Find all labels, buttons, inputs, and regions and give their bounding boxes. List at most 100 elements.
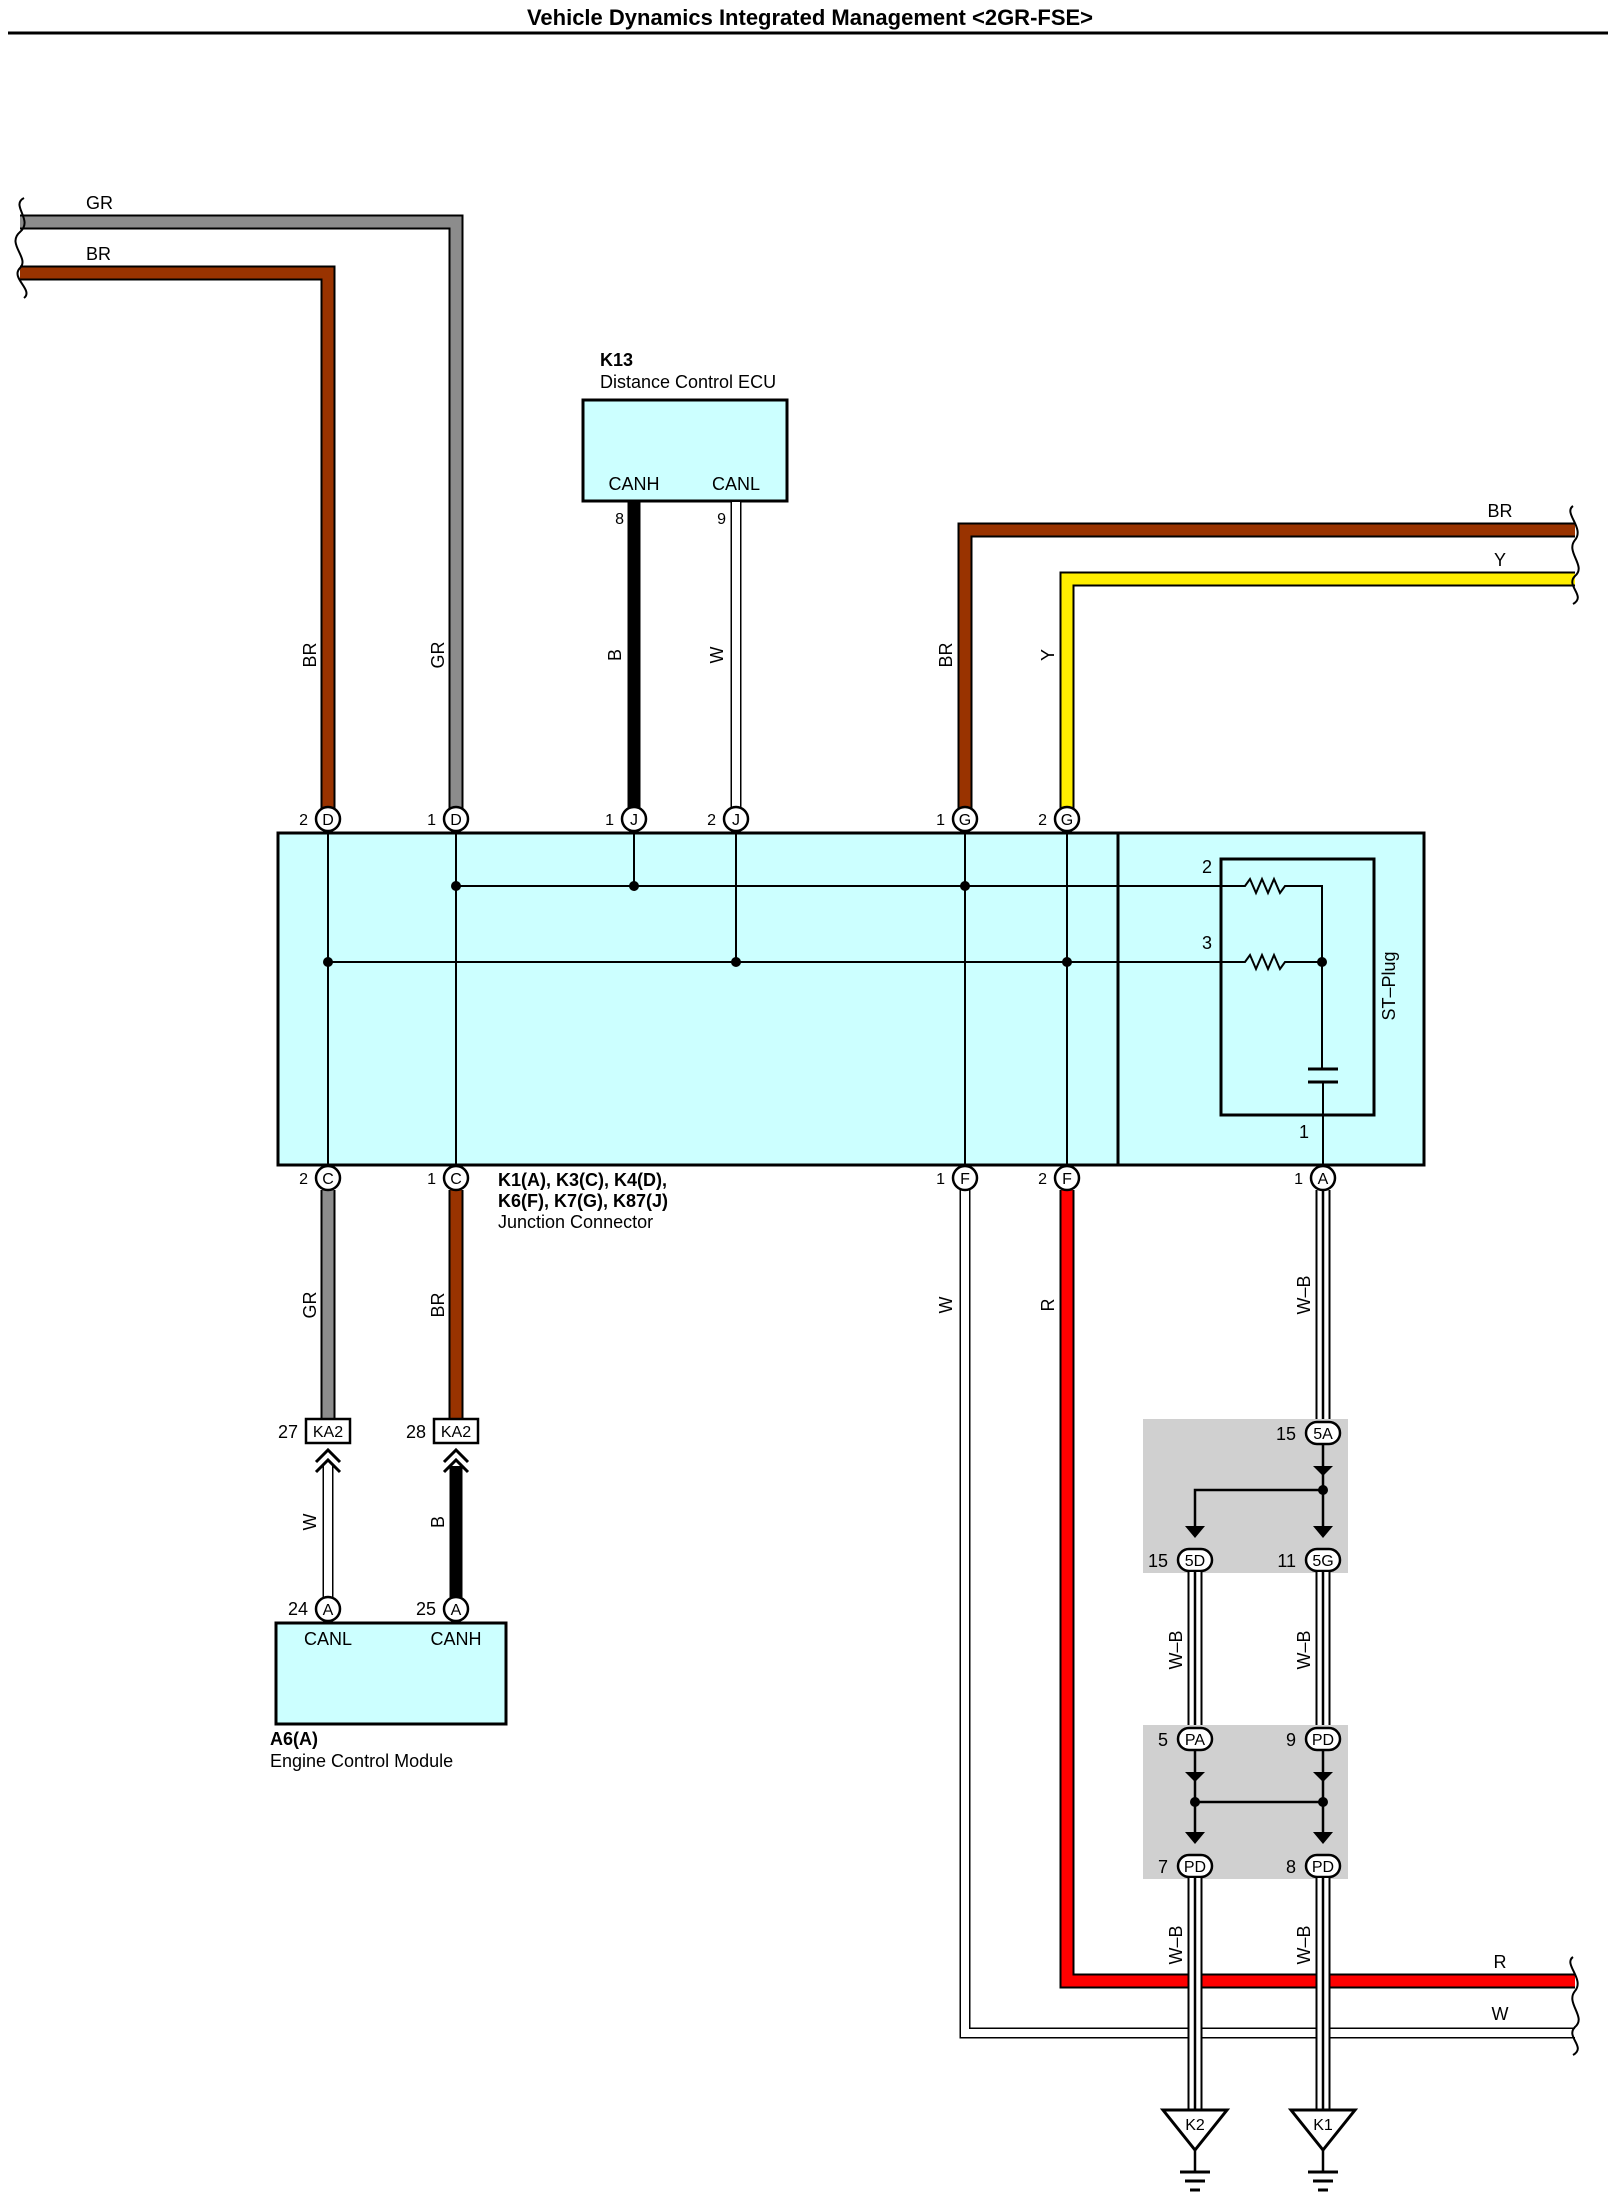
splice2-pa: PA 5 [1158, 1726, 1214, 1752]
svg-text:2: 2 [1038, 812, 1047, 829]
ka2-left-pin: 27 [278, 1422, 298, 1442]
terminal-bottom-1c: C 1 [427, 1164, 470, 1192]
terminal-top-1g: G 1 [936, 805, 979, 833]
svg-text:J: J [732, 812, 740, 829]
top-right-wires [957, 522, 1575, 812]
svg-text:11: 11 [1277, 1551, 1296, 1571]
junction-code-line1: K1(A), K3(C), K4(D), [498, 1170, 667, 1190]
svg-text:F: F [1062, 1171, 1072, 1188]
ground-icon-k1: K1 [1287, 2108, 1359, 2192]
svg-text:1: 1 [1294, 1171, 1303, 1188]
c-gr-label: GR [300, 1291, 320, 1318]
k13-pin9: 9 [717, 511, 726, 528]
svg-text:24: 24 [288, 1599, 308, 1619]
svg-text:A: A [1318, 1171, 1329, 1188]
svg-text:G: G [1061, 812, 1073, 829]
top-br-label: BR [86, 244, 111, 264]
left-break-icon [14, 197, 28, 299]
bottom-r-label: R [1494, 1952, 1507, 1972]
bottom-w-label: W [1492, 2004, 1509, 2024]
terminal-bottom-2f: F 2 [1038, 1164, 1081, 1192]
terminal-bottom-1a: A 1 [1294, 1164, 1337, 1192]
top-gr-label: GR [86, 193, 113, 213]
svg-text:5G: 5G [1312, 1553, 1333, 1570]
svg-text:8: 8 [1286, 1857, 1296, 1877]
splice2-pd-bl: PD 7 [1158, 1853, 1214, 1879]
svg-text:C: C [322, 1171, 334, 1188]
svg-text:A: A [451, 1602, 462, 1619]
right-break-icon [1569, 505, 1580, 605]
svg-text:1: 1 [605, 812, 614, 829]
svg-text:2: 2 [299, 1171, 308, 1188]
svg-text:A: A [323, 1602, 334, 1619]
svg-text:2: 2 [1038, 1171, 1047, 1188]
svg-text:PD: PD [1312, 1732, 1334, 1749]
k13-w-label: W [707, 647, 727, 664]
svg-text:1: 1 [936, 1171, 945, 1188]
splice1-5g: 5G 11 [1277, 1547, 1342, 1573]
junction-internal-wiring [327, 832, 1324, 1166]
stplug-dot [1317, 957, 1327, 967]
svg-text:PD: PD [1184, 1859, 1206, 1876]
svg-text:J: J [630, 812, 638, 829]
resistor-icon [1222, 876, 1338, 1115]
terminal-top-2d: D 2 [299, 805, 342, 833]
ecm-code: A6(A) [270, 1729, 318, 1749]
g-br-label: BR [936, 642, 956, 667]
f-r-label: R [1038, 1299, 1058, 1312]
ka2-left-label: KA2 [313, 1424, 343, 1441]
f-w-wire [961, 1190, 1575, 2037]
ka2-b-label: B [428, 1516, 448, 1528]
k13-ecu-box [581, 398, 789, 503]
stplug-box [1219, 857, 1376, 1117]
mid-wb-wires [1187, 1572, 1331, 1726]
ka2-left-box [304, 1417, 352, 1445]
right-br-label: BR [1487, 501, 1512, 521]
f-w-wire-outline [959, 1190, 1575, 2039]
ka2-w-label: W [300, 1514, 320, 1531]
svg-text:K1: K1 [1313, 2117, 1333, 2134]
terminal-top-2g: G 2 [1038, 805, 1081, 833]
k13-name: Distance Control ECU [600, 372, 776, 392]
ecm-terminals: A 24 A 25 [288, 1595, 470, 1623]
page-title: Vehicle Dynamics Integrated Management <… [527, 5, 1093, 30]
junction-connector-box [276, 831, 1426, 1167]
svg-text:C: C [450, 1171, 462, 1188]
svg-text:5A: 5A [1313, 1426, 1333, 1443]
terminal-bottom-2c: C 2 [299, 1164, 342, 1192]
ka2-right-pin: 28 [406, 1422, 426, 1442]
f-r-wire [1061, 1190, 1575, 1987]
svg-text:9: 9 [1286, 1730, 1296, 1750]
svg-text:15: 15 [1276, 1424, 1296, 1444]
ecm-canh-label: CANH [430, 1629, 481, 1649]
k13-b-label: B [605, 649, 625, 661]
svg-text:1: 1 [936, 812, 945, 829]
junction-dots [323, 881, 1072, 967]
svg-text:D: D [450, 812, 462, 829]
svg-text:5D: 5D [1185, 1553, 1205, 1570]
junction-code-line2: K6(F), K7(G), K87(J) [498, 1191, 668, 1211]
k13-code: K13 [600, 350, 633, 370]
svg-text:G: G [959, 812, 971, 829]
svg-text:7: 7 [1158, 1857, 1168, 1877]
top-left-wires [20, 214, 464, 812]
ground-icon-k2: K2 [1159, 2108, 1231, 2192]
ecm-name: Engine Control Module [270, 1751, 453, 1771]
junction-name: Junction Connector [498, 1212, 653, 1232]
bottom-terminals: C 2 C 1 F 1 F 2 A 1 [299, 1164, 1337, 1192]
splice2-arrow-icons [1185, 1772, 1333, 1844]
k13-pin8: 8 [615, 511, 624, 528]
svg-text:K2: K2 [1185, 2117, 1205, 2134]
mid-wb-left-label: W–B [1166, 1630, 1186, 1669]
splice2-wiring [1193, 1751, 1325, 1842]
ecm-box [274, 1621, 508, 1726]
a-wb-label: W–B [1294, 1275, 1314, 1314]
splice2-pd-top: PD 9 [1286, 1726, 1342, 1752]
svg-text:2: 2 [299, 812, 308, 829]
terminal-top-2j: J 2 [707, 805, 750, 833]
splice2-pd-br: PD 8 [1286, 1853, 1342, 1879]
splice2-dots [1190, 1797, 1328, 1807]
svg-text:D: D [322, 812, 334, 829]
ka2-chevron-icon [314, 1447, 470, 1474]
